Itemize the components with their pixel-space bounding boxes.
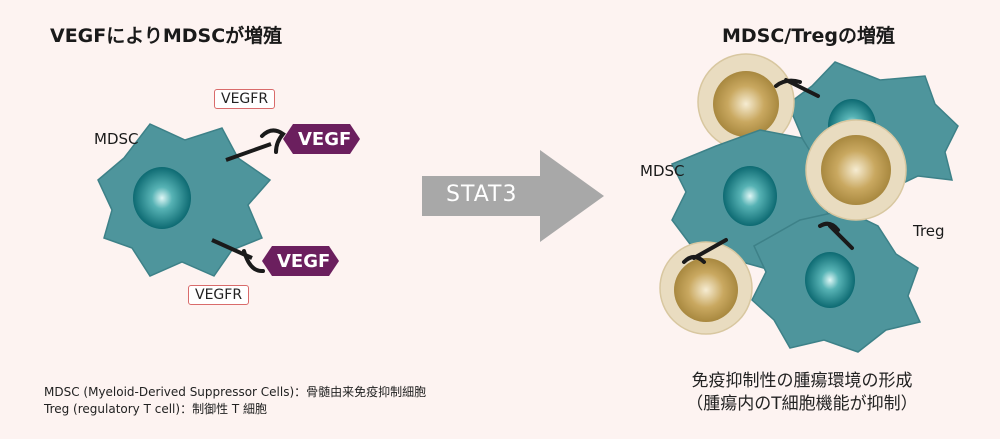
receptor-cluster-3: [682, 238, 728, 264]
vegf-label-top: VEGF: [298, 129, 352, 150]
vegf-label-bottom: VEGF: [277, 251, 331, 272]
stat3-arrow: [422, 150, 604, 242]
mdsc-nucleus-right-2: [723, 166, 777, 226]
right-title: MDSC/Tregの増殖: [722, 25, 895, 47]
legend-line-treg: Treg (regulatory T cell)：制御性 T 細胞: [44, 402, 268, 416]
vegfr-cup-bottom: [242, 249, 265, 274]
receptor-cluster-2: [818, 221, 854, 250]
right-mdsc-label: MDSC: [640, 162, 685, 180]
caption-line-1: 免疫抑制性の腫瘍環境の形成: [691, 371, 913, 391]
caption: 免疫抑制性の腫瘍環境の形成 （腫瘍内のT細胞機能が抑制）: [642, 370, 962, 416]
vegfr-label-top: VEGFR: [214, 89, 276, 109]
stat3-label: STAT3: [446, 182, 518, 207]
vegfr-stem-top: [225, 142, 272, 162]
mdsc-nucleus-right-3: [805, 252, 855, 308]
left-mdsc-label: MDSC: [94, 130, 139, 148]
vegf-top-hex: [283, 124, 360, 154]
vegfr-cup-top: [260, 128, 286, 154]
left-title: VEGFによりMDSCが増殖: [50, 25, 283, 47]
vegf-bottom-hex: [262, 246, 339, 276]
treg-nucleus-3: [674, 258, 738, 322]
treg-label: Treg: [913, 222, 945, 240]
mdsc-nucleus-left: [133, 167, 191, 229]
legend-line-mdsc: MDSC (Myeloid-Derived Suppressor Cells)：…: [44, 385, 427, 399]
receptor-cluster-1: [774, 78, 820, 98]
legend: MDSC (Myeloid-Derived Suppressor Cells)：…: [44, 384, 426, 418]
treg-nucleus-2: [821, 135, 891, 205]
caption-line-2: （腫瘍内のT細胞機能が抑制）: [686, 394, 918, 414]
treg-nucleus-1: [713, 71, 779, 137]
vegfr-label-bottom: VEGFR: [188, 285, 250, 305]
